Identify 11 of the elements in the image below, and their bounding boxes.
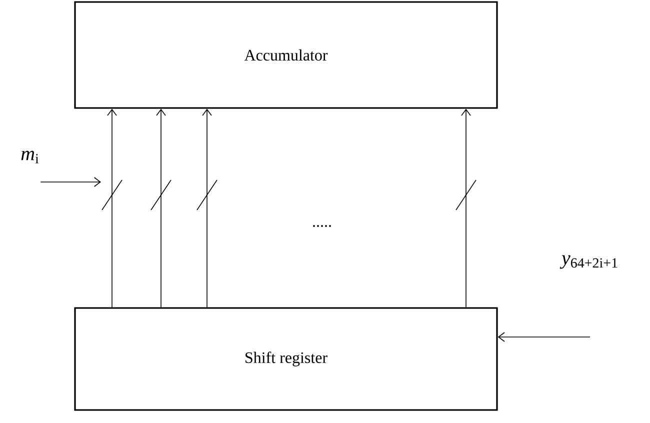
block-box: Shift register <box>74 307 498 411</box>
arrow <box>202 108 212 308</box>
arrow <box>461 108 471 308</box>
arrow <box>156 108 166 308</box>
arrow <box>107 108 117 308</box>
arrow <box>498 332 590 342</box>
arrow <box>40 177 101 187</box>
block-box: Accumulator <box>74 1 498 109</box>
ellipsis-label: ..... <box>313 225 331 227</box>
signal-label: m$_{i}$ <box>21 150 39 164</box>
signal-label: y$_{64+2i+1}$ <box>560 255 618 269</box>
